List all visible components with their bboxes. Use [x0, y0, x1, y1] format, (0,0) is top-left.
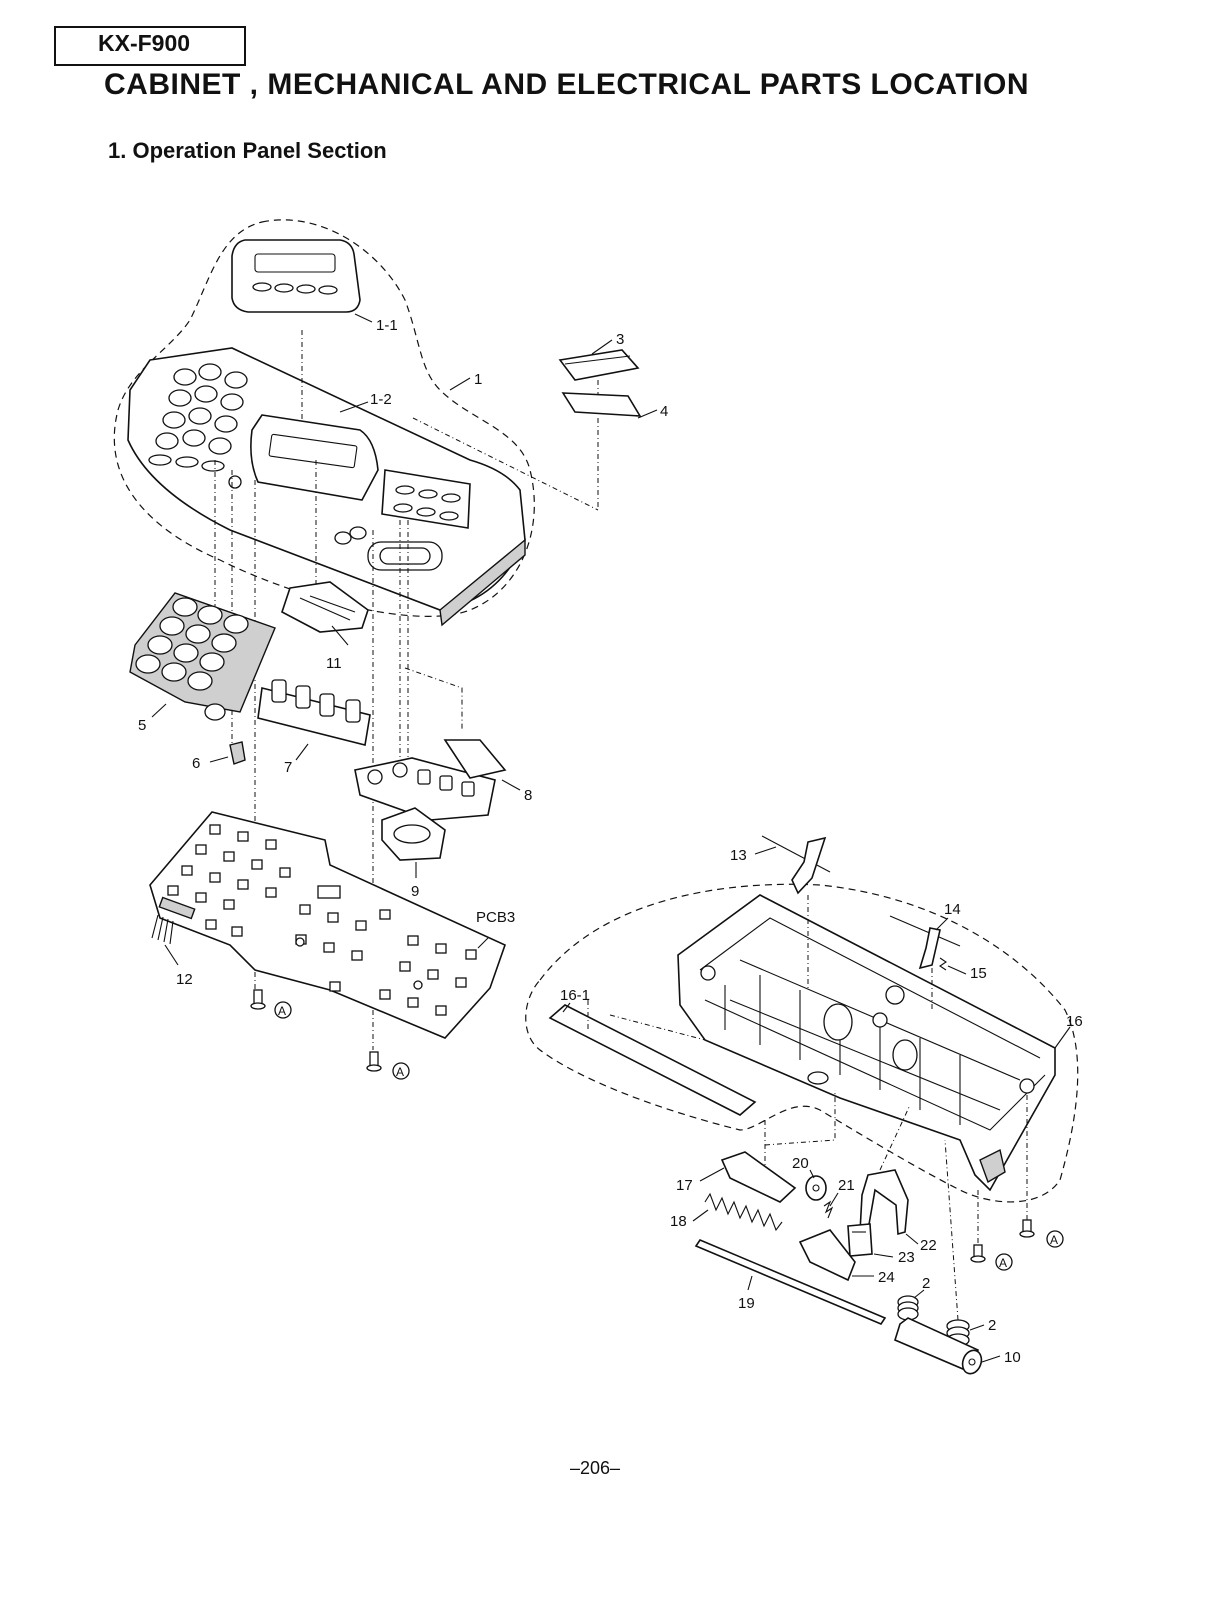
callout-1-2: 1-2	[370, 391, 392, 408]
part-6-button	[229, 741, 246, 765]
part-23-pad	[847, 1223, 873, 1257]
part-11-flex-cable	[281, 581, 369, 633]
page-title: CABINET , MECHANICAL AND ELECTRICAL PART…	[104, 68, 1029, 101]
part-12-cable	[151, 914, 174, 945]
callout-2-right: 2	[988, 1317, 996, 1334]
part-2-spring-right	[944, 1139, 970, 1347]
callout-6: 6	[192, 755, 200, 772]
section-title: 1. Operation Panel Section	[108, 138, 387, 163]
part-24-holder	[798, 1229, 856, 1282]
part-5-rubber-keypad	[129, 592, 276, 721]
callout-18: 18	[670, 1213, 687, 1230]
callout-1: 1	[474, 371, 482, 388]
callout-10: 10	[1004, 1349, 1021, 1366]
screw-a-right-1	[970, 1190, 1013, 1271]
callout-20: 20	[792, 1155, 809, 1172]
panel-dial-keys	[148, 363, 248, 489]
part-17-bracket	[720, 1090, 836, 1203]
part-2-spring-left	[897, 1295, 919, 1321]
callout-7: 7	[284, 759, 292, 776]
callout-24: 24	[878, 1269, 895, 1286]
leader-lines	[151, 313, 1071, 1363]
callout-12: 12	[176, 971, 193, 988]
callout-4: 4	[660, 403, 668, 420]
part-21-spring	[823, 1200, 834, 1219]
part-18-spring	[704, 1192, 783, 1232]
callout-5: 5	[138, 717, 146, 734]
part-15-spring	[939, 957, 947, 971]
callout-19: 19	[738, 1295, 755, 1312]
callout-14: 14	[944, 901, 961, 918]
part-4-sheet	[561, 392, 642, 417]
callout-8: 8	[524, 787, 532, 804]
screw-label-a-1: A	[278, 1004, 286, 1018]
lcd-window	[250, 414, 379, 501]
part-20-gear	[805, 1175, 827, 1201]
callout-13: 13	[730, 847, 747, 864]
callout-1-1: 1-1	[376, 317, 398, 334]
display-cover	[231, 239, 361, 313]
callout-11: 11	[326, 655, 342, 672]
pcb3-switches	[167, 824, 477, 1016]
screw-a-left-2	[366, 1051, 410, 1080]
screw-label-a-2: A	[396, 1065, 404, 1079]
callout-pcb3: PCB3	[476, 909, 515, 926]
screw-label-a-4: A	[1050, 1233, 1058, 1247]
part-7-key-frame	[257, 679, 371, 746]
part-16-1-strip	[548, 1004, 757, 1116]
screw-a-right-2	[1019, 1095, 1064, 1248]
part-10-roller	[894, 1317, 983, 1375]
callout-23: 23	[898, 1249, 915, 1266]
callout-3: 3	[616, 331, 624, 348]
part-13-lever	[761, 835, 831, 990]
screw-label-a-3: A	[999, 1256, 1007, 1270]
callout-22: 22	[920, 1237, 937, 1254]
callout-16: 16	[1066, 1013, 1083, 1030]
callout-17: 17	[676, 1177, 693, 1194]
callout-21: 21	[838, 1177, 855, 1194]
model-box	[54, 26, 246, 66]
operation-panel	[127, 347, 526, 627]
part-3-cover	[558, 349, 640, 381]
screw-a-left-1	[250, 989, 292, 1019]
function-key-cluster	[334, 469, 471, 571]
page-number: –206–	[570, 1458, 621, 1478]
callout-9: 9	[411, 883, 419, 900]
callout-2-left: 2	[922, 1275, 930, 1292]
pcb3-connector	[158, 896, 196, 920]
part-22-bracket	[859, 1104, 911, 1236]
pcb3-board	[149, 811, 506, 1039]
strip-alignment	[587, 1000, 706, 1041]
part-16-frame	[677, 894, 1056, 1192]
mechanism-assembly-outline	[525, 883, 1079, 1203]
part-19-rod	[694, 1239, 887, 1325]
part-9-slide-knob	[381, 807, 446, 861]
part-14-lever	[889, 915, 961, 1010]
model-number: KX-F900	[98, 30, 191, 56]
part-8-key-holder	[354, 739, 507, 821]
callout-15: 15	[970, 965, 987, 982]
callout-labels: 1-1 1-2 1 3 4 11 5 6 7 8 9 PCB3 12 13 14…	[138, 317, 1083, 1366]
callout-16-1: 16-1	[560, 987, 590, 1004]
